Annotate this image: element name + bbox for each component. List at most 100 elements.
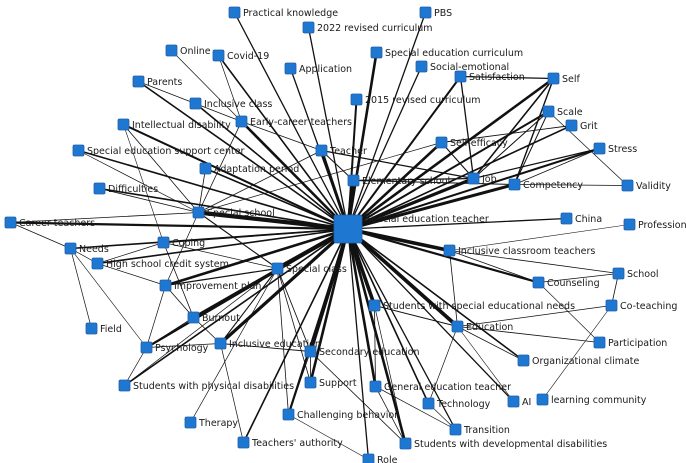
node-parents[interactable]: Parents <box>132 75 182 88</box>
node-transition[interactable]: Transition <box>449 423 510 436</box>
node-label: Participation <box>608 338 667 349</box>
edge-inclusive-classroom-teachers-counseling <box>449 250 539 283</box>
node-marker <box>304 376 317 389</box>
node-marker <box>623 218 636 231</box>
node-label: Social-emotional <box>430 62 509 73</box>
node-satisfaction[interactable]: Satisfaction <box>454 70 525 83</box>
node-early-career[interactable]: Early-career teachers <box>235 115 352 128</box>
node-marker <box>85 322 98 335</box>
node-inclusive-class[interactable]: Inclusive class <box>189 97 272 110</box>
node-label: Intellectual disability <box>132 120 231 131</box>
node-improvement[interactable]: Improvement plan <box>159 279 261 292</box>
node-needs[interactable]: Needs <box>64 242 109 255</box>
node-secondary[interactable]: Secondary education <box>304 345 419 358</box>
node-adaptation[interactable]: Adaptation period <box>199 162 299 175</box>
node-intellectual-disability[interactable]: Intellectual disability <box>117 118 231 131</box>
node-learning-community[interactable]: learning community <box>536 393 647 406</box>
node-special-school[interactable]: Special school <box>192 206 275 219</box>
node-psychology[interactable]: Psychology <box>140 341 209 354</box>
node-marker <box>199 162 212 175</box>
node-education[interactable]: Education <box>451 320 513 333</box>
node-marker <box>467 172 480 185</box>
node-elementary[interactable]: Elementary school <box>347 174 450 187</box>
node-self[interactable]: Self <box>547 72 581 85</box>
node-label: Grit <box>580 121 598 132</box>
node-inclusive-education[interactable]: Inclusive education <box>214 337 321 350</box>
node-marker <box>284 62 297 75</box>
node-competency[interactable]: Competency <box>508 178 583 191</box>
edge-hub-stress <box>347 147 601 230</box>
node-application[interactable]: Application <box>284 62 352 75</box>
edge-special-class-challenging-behavior <box>277 268 289 415</box>
edge-intellectual-disability-coping <box>123 124 164 243</box>
node-covid[interactable]: Covid-19 <box>212 49 269 62</box>
node-label: Improvement plan <box>174 281 261 292</box>
node-sped-support-center[interactable]: Special education support center <box>72 144 245 157</box>
node-rev2022[interactable]: 2022 revised curriculum <box>302 21 433 34</box>
node-support[interactable]: Support <box>304 376 357 389</box>
node-pbs[interactable]: PBS <box>419 6 452 19</box>
node-label: Special class <box>286 264 347 275</box>
node-marker <box>517 354 530 367</box>
node-coping[interactable]: Coping <box>157 236 205 249</box>
node-job[interactable]: Job <box>467 172 497 185</box>
node-therapy[interactable]: Therapy <box>184 416 238 429</box>
node-technology[interactable]: Technology <box>422 397 491 410</box>
node-co-teaching[interactable]: Co-teaching <box>605 299 677 312</box>
node-validity[interactable]: Validity <box>621 179 671 192</box>
node-china[interactable]: China <box>560 212 602 225</box>
edge-hub-hs-credit <box>96 228 349 265</box>
node-gen-ed-teacher[interactable]: General education teacher <box>369 380 511 393</box>
edge-gen-ed-teacher-transition <box>375 386 456 430</box>
node-org-climate[interactable]: Organizational climate <box>517 354 640 367</box>
node-hs-credit[interactable]: High school credit system <box>91 257 229 270</box>
edge-job-stress <box>472 147 601 180</box>
node-rev2015[interactable]: 2015 revised curriculum <box>350 93 481 106</box>
node-counseling[interactable]: Counseling <box>532 276 600 289</box>
node-participation[interactable]: Participation <box>593 336 667 349</box>
edge-inclusive-education-secondary <box>220 343 311 352</box>
edge-covid-early-career <box>218 55 242 122</box>
node-practical-knowledge[interactable]: Practical knowledge <box>228 6 338 19</box>
edge-education-co-teaching <box>457 305 612 327</box>
edge-hub-grit <box>347 124 573 230</box>
node-challenging-behavior[interactable]: Challenging behavior <box>282 408 398 421</box>
node-label: Therapy <box>198 418 238 429</box>
node-inclusive-classroom-teachers[interactable]: Inclusive classroom teachers <box>443 244 595 257</box>
node-label: Self-efficacy <box>450 138 508 149</box>
node-self-efficacy[interactable]: Self-efficacy <box>435 136 508 149</box>
node-online[interactable]: Online <box>165 44 211 57</box>
edge-psychology-inclusive-education <box>146 343 221 348</box>
node-grit[interactable]: Grit <box>565 119 598 132</box>
node-scale[interactable]: Scale <box>542 105 583 118</box>
node-label: Support <box>319 378 357 389</box>
node-sped-curriculum[interactable]: Special education curriculum <box>370 46 523 59</box>
node-stress[interactable]: Stress <box>593 142 637 155</box>
node-marker <box>369 380 382 393</box>
edge-job-satisfaction <box>459 75 475 180</box>
node-career-teachers[interactable]: Career teachers <box>4 216 95 229</box>
node-teacher[interactable]: Teacher <box>315 144 367 157</box>
node-label: Counseling <box>547 278 600 289</box>
node-teachers-authority[interactable]: Teachers' authority <box>237 436 343 449</box>
node-special-class[interactable]: Special class <box>271 262 347 275</box>
node-difficulties[interactable]: Difficulties <box>93 182 158 195</box>
node-role[interactable]: Role <box>362 453 398 463</box>
node-school[interactable]: School <box>612 267 659 280</box>
edge-online-early-career <box>171 50 242 122</box>
edge-hub-transition <box>347 228 457 431</box>
node-ai[interactable]: AI <box>507 395 531 408</box>
node-swpd[interactable]: Students with physical disabilities <box>118 379 294 392</box>
node-professional[interactable]: Professional <box>623 218 686 231</box>
node-marker <box>237 436 250 449</box>
node-burnout[interactable]: Burnout <box>187 311 240 324</box>
node-swdd[interactable]: Students with developmental disabilities <box>399 437 607 450</box>
node-hub-special-education-teacher[interactable]: Special education teacher <box>333 214 489 244</box>
node-swsen[interactable]: Students with special educational needs <box>368 299 575 312</box>
node-marker <box>542 105 555 118</box>
node-label: China <box>575 214 602 225</box>
node-social-emotional[interactable]: Social-emotional <box>415 60 509 73</box>
node-label: Coping <box>172 238 205 249</box>
node-field[interactable]: Field <box>85 322 122 335</box>
edge-early-career-special-school <box>198 121 242 213</box>
